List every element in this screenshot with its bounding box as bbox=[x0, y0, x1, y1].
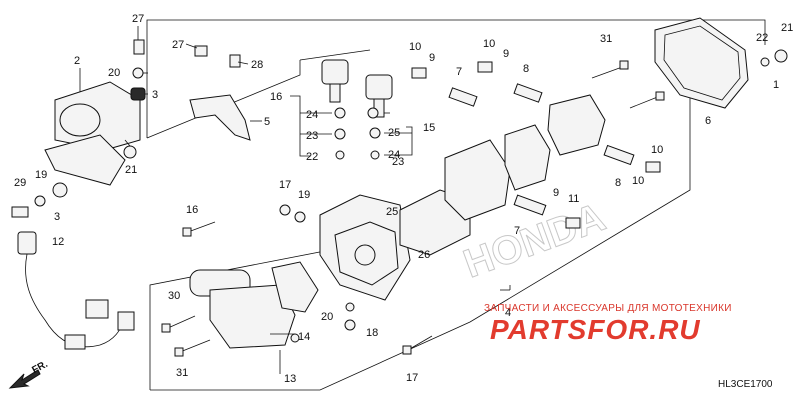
left-hardware bbox=[11, 39, 251, 218]
callout-26: 27 bbox=[132, 13, 144, 25]
callout-21b: 22 bbox=[756, 32, 768, 44]
callout-30: 31 bbox=[176, 367, 188, 379]
callout-10c: 10 bbox=[651, 144, 663, 156]
callout-3b: 3 bbox=[54, 211, 60, 223]
callout-2: 2 bbox=[74, 55, 80, 67]
gasket-cover-part bbox=[654, 17, 749, 109]
callout-25b: 26 bbox=[418, 249, 430, 261]
callout-14: 15 bbox=[423, 122, 435, 134]
leader-lines bbox=[79, 26, 511, 374]
front-arrow-icon bbox=[8, 369, 41, 389]
callout-16b: 17 bbox=[406, 372, 418, 384]
callout-23b: 24 bbox=[388, 149, 400, 161]
bolts bbox=[161, 49, 788, 357]
callout-29: 30 bbox=[168, 290, 180, 302]
callout-21a: 21 bbox=[781, 22, 793, 34]
sensor-harness-part bbox=[17, 231, 135, 350]
callout-9a: 9 bbox=[429, 52, 435, 64]
callout-31a: 31 bbox=[600, 33, 612, 45]
callout-12: 13 bbox=[284, 373, 296, 385]
callout-1: 1 bbox=[773, 79, 779, 91]
callout-23a: 23 bbox=[306, 130, 318, 142]
callout-9b: 9 bbox=[503, 48, 509, 60]
callout-7b: 7 bbox=[514, 225, 520, 237]
assembly-frame-bottom bbox=[150, 90, 691, 391]
callout-5: 5 bbox=[264, 116, 270, 128]
valve-body-main bbox=[319, 194, 411, 301]
callout-3a: 3 bbox=[152, 89, 158, 101]
callout-11: 12 bbox=[52, 236, 64, 248]
callout-9d: 10 bbox=[632, 175, 644, 187]
callout-15: 16 bbox=[270, 91, 282, 103]
valve-spools bbox=[411, 61, 661, 229]
callout-17b: 18 bbox=[366, 327, 378, 339]
callout-27b: 28 bbox=[251, 59, 263, 71]
separator-plates bbox=[399, 94, 606, 256]
callout-19b: 20 bbox=[321, 311, 333, 323]
callout-4: 4 bbox=[505, 307, 511, 319]
callout-22b: 23 bbox=[392, 156, 404, 168]
callout-22a: 22 bbox=[306, 151, 318, 163]
diagram-code: HL3CE1700 bbox=[718, 379, 773, 390]
callout-9c: 9 bbox=[553, 187, 559, 199]
assembly-frame-top bbox=[146, 19, 766, 138]
watermark-brand: PARTSFOR.RU bbox=[490, 314, 701, 345]
callout-8b: 8 bbox=[615, 177, 621, 189]
callout-16a: 16 bbox=[186, 204, 198, 216]
assembly-frame-lower-left bbox=[149, 249, 331, 390]
callout-8a: 8 bbox=[523, 63, 529, 75]
callout-28: 29 bbox=[14, 177, 26, 189]
frame-inner-top bbox=[299, 49, 371, 61]
callout-20b: 21 bbox=[125, 164, 137, 176]
callout-19a: 19 bbox=[298, 189, 310, 201]
callout-10a: 10 bbox=[409, 41, 421, 53]
callout-24b: 25 bbox=[388, 127, 400, 139]
callout-7a: 7 bbox=[456, 66, 462, 78]
cover-housing-part bbox=[44, 81, 141, 186]
callout-13: 14 bbox=[298, 331, 310, 343]
callout-numbers: 1 2 3 3 4 5 6 7 7 8 8 9 9 9 10 10 10 10 … bbox=[14, 13, 793, 385]
watermark-tagline: ЗАПЧАСТИ И АКСЕССУАРЫ ДЛЯ МОТОТЕХНИКИ bbox=[484, 303, 732, 314]
callout-10d: 11 bbox=[568, 193, 579, 205]
callout-27a: 27 bbox=[172, 39, 184, 51]
lower-solenoid-unit bbox=[189, 261, 319, 349]
callout-25a: 25 bbox=[386, 206, 398, 218]
callout-10b: 10 bbox=[483, 38, 495, 50]
callout-24a: 24 bbox=[306, 109, 318, 121]
solenoid-valves bbox=[321, 59, 393, 160]
callout-17a: 17 bbox=[279, 179, 291, 191]
callout-18: 19 bbox=[35, 169, 47, 181]
callout-6: 6 bbox=[705, 115, 711, 127]
callout-20a: 20 bbox=[108, 67, 120, 79]
